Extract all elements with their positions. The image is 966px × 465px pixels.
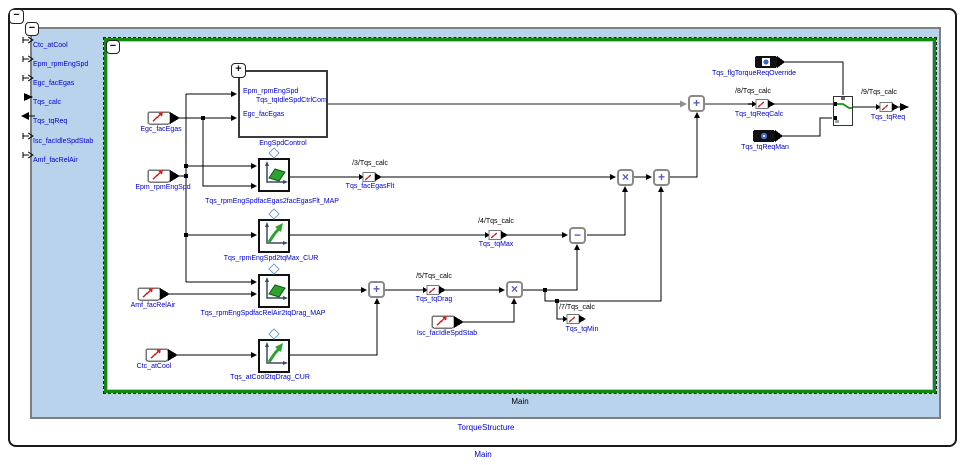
tap-ref-t5: /5/Tqs_calc <box>416 273 452 280</box>
pin-label-tqs-tqreq: Tqs_tqReq <box>33 118 68 125</box>
source-icon-amf-facrelair[interactable] <box>137 287 170 301</box>
source-icon-epm-rpmengspd[interactable] <box>147 169 180 183</box>
tap-name-t9: Tqs_tqReq <box>870 114 906 121</box>
tap-icon-t4[interactable] <box>481 230 508 240</box>
wire-multiply-out[interactable] <box>634 174 652 180</box>
source-label-egc: Egc_facEgas <box>140 126 182 133</box>
tap-name-t4: Tqs_tqMax <box>478 241 514 248</box>
wire-tqmax[interactable] <box>290 232 568 238</box>
engspdcontrol-input2-label: Egc_facEgas <box>243 111 285 118</box>
pin-icon-output-tqs-tqreq[interactable] <box>21 112 35 120</box>
add-operator-drag[interactable]: + <box>368 281 385 298</box>
source-label-ctc: Ctc_atCool <box>136 363 172 370</box>
map-icon <box>265 161 288 184</box>
wire-subtract-out[interactable] <box>587 186 628 236</box>
source-label-tqreqman: Tqs_tqReqMan <box>741 144 789 151</box>
wire-amf-facrelair[interactable] <box>168 291 257 297</box>
pin-icon-input-epm[interactable] <box>22 55 34 63</box>
wire-ctc-atcool[interactable] <box>176 352 257 358</box>
wire-egc-facegas[interactable] <box>178 115 257 189</box>
pin-label-amf-facrelair: Amf_facRelAir <box>33 157 78 164</box>
tap-icon-t3[interactable] <box>355 172 382 182</box>
pin-label-epm-rpmengspd: Epm_rpmEngSpd <box>33 61 89 68</box>
wire-idlespdctrl-out[interactable] <box>328 100 687 108</box>
source-icon-isc-facidlespdstab[interactable] <box>431 315 464 329</box>
source-icon-tqreqman[interactable] <box>753 130 783 142</box>
pin-icon-method-tqs-calc[interactable] <box>24 93 33 101</box>
pin-icon-input-amf[interactable] <box>22 151 34 159</box>
pin-label-egc-facegas: Egc_facEgas <box>33 80 75 87</box>
subtract-operator[interactable]: − <box>569 227 586 244</box>
engspdcontrol-expand-button[interactable]: + <box>231 63 246 78</box>
lazy-marker-icon <box>268 263 280 275</box>
tap-name-t8: Tqs_tqReqCalc <box>734 111 784 118</box>
map2-label: Tqs_rpmEngSpdfacRelAir2tqDrag_MAP <box>200 310 326 317</box>
tap-icon-t5[interactable] <box>419 285 446 295</box>
curve-icon <box>265 342 288 365</box>
wire-isc-facidlespdstab[interactable] <box>462 298 517 323</box>
wire-cur2-out[interactable] <box>290 298 380 356</box>
wire-facegasflt[interactable] <box>290 174 616 180</box>
wire-add-tqmin-out[interactable] <box>670 112 700 178</box>
pin-label-ctc-atcool: Ctc_atCool <box>33 42 68 49</box>
tap-ref-t8: /8/Tqs_calc <box>735 88 771 95</box>
tap-name-t7: Tqs_tqMin <box>565 326 599 333</box>
tap-icon-t9[interactable] <box>872 102 899 112</box>
pin-label-tqs-calc: Tqs_calc <box>33 99 62 106</box>
wire-tqreqman[interactable] <box>781 117 832 137</box>
pin-icon-input-isc[interactable] <box>22 132 34 140</box>
pin-icon-input-ctc[interactable] <box>22 36 34 44</box>
source-label-epm: Epm_rpmEngSpd <box>135 184 191 191</box>
add-operator-final[interactable]: + <box>688 95 705 112</box>
switch-block[interactable] <box>833 96 853 126</box>
tap-name-t5: Tqs_tqDrag <box>415 296 453 303</box>
source-icon-ctc-atcool[interactable] <box>145 348 178 362</box>
tap-ref-t7: /7/Tqs_calc <box>559 304 595 311</box>
lazy-marker-icon <box>268 147 280 159</box>
lazy-marker-icon <box>268 208 280 220</box>
map-icon <box>265 277 288 300</box>
window-label-main: Main <box>474 450 492 459</box>
cur2-label: Tqs_atCool2tqDrag_CUR <box>230 374 310 381</box>
pin-icon-input-egc[interactable] <box>22 74 34 82</box>
pin-label-isc-facidlespdstab: Isc_facIdleSpdStab <box>33 138 94 145</box>
add-operator-tqmin[interactable]: + <box>653 169 670 186</box>
multiply-operator-drag[interactable]: × <box>506 281 523 298</box>
map1-label: Tqs_rpmEngSpdfacEgas2facEgasFlt_MAP <box>205 198 339 205</box>
map1-block[interactable] <box>258 158 290 192</box>
source-label-amf: Amf_facRelAir <box>130 302 176 309</box>
engspdcontrol-output-label: Tqs_tqIdleSpdCtrlCom <box>256 97 327 104</box>
engspdcontrol-label: EngSpdControl <box>259 140 307 147</box>
tap-ref-t9: /9/Tqs_calc <box>861 89 897 96</box>
map2-block[interactable] <box>258 274 290 308</box>
wire-map2-out[interactable] <box>290 287 367 293</box>
source-label-isc: Isc_facIdleSpdStab <box>416 330 478 337</box>
frame-collapse-button[interactable]: − <box>106 40 120 54</box>
engspdcontrol-block[interactable] <box>238 70 328 138</box>
panel-label-torquestructure: TorqueStructure <box>457 423 515 432</box>
wire-flgtorquereqoverride[interactable] <box>783 61 844 95</box>
curve-icon <box>265 222 288 245</box>
tap-icon-t7[interactable] <box>559 314 586 324</box>
source-icon-egc-facegas[interactable] <box>147 111 180 125</box>
cur1-label: Tqs_rpmEngSpd2tqMax_CUR <box>223 255 319 262</box>
cur2-block[interactable] <box>258 339 290 373</box>
tap-ref-t4: /4/Tqs_calc <box>478 218 514 225</box>
wire-tqmin[interactable] <box>523 186 664 320</box>
window-collapse-button[interactable]: − <box>9 9 24 24</box>
torquestructure-collapse-button[interactable]: − <box>25 22 39 36</box>
wire-epm-rpmengspd[interactable] <box>178 91 257 285</box>
frame-label-main: Main <box>511 397 529 406</box>
source-icon-flgtorquereqoverride[interactable] <box>755 56 785 68</box>
tap-ref-t3: /3/Tqs_calc <box>352 160 388 167</box>
multiply-operator-egas[interactable]: × <box>617 169 634 186</box>
switch-icon <box>834 97 852 123</box>
source-label-override: Tqs_flgTorqueReqOverride <box>711 70 797 77</box>
lazy-marker-icon <box>268 328 280 340</box>
tap-icon-t8[interactable] <box>748 99 775 109</box>
cur1-block[interactable] <box>258 219 290 253</box>
engspdcontrol-input1-label: Epm_rpmEngSpd <box>243 88 299 95</box>
tap-name-t3: Tqs_facEgasFlt <box>345 183 395 190</box>
